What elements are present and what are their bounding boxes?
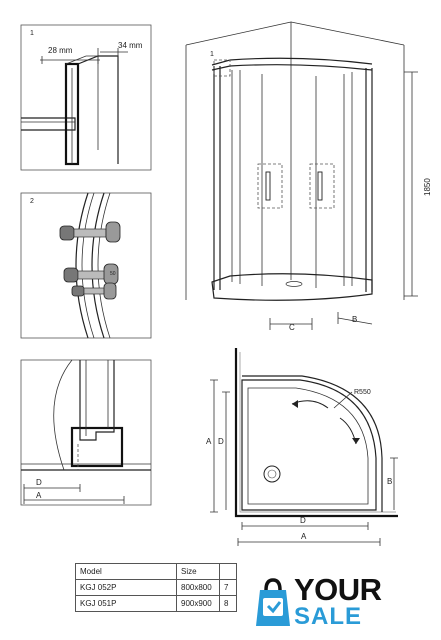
handle-right	[317, 171, 323, 201]
cell-size: 800x800	[176, 579, 220, 596]
detail-2-number: 2	[30, 198, 34, 205]
drain	[285, 281, 303, 287]
cell-model: KGJ 052P	[75, 579, 177, 596]
plan-view: R550 A D B D A	[206, 348, 398, 546]
callout-number: 1	[210, 51, 214, 58]
brand-line-2: SALE	[294, 603, 363, 630]
rail	[21, 117, 76, 131]
header-extra	[219, 563, 237, 580]
plan-label-d-left: D	[218, 437, 224, 446]
shopping-bag-icon	[256, 578, 290, 626]
radius-label: R550	[354, 389, 371, 396]
roller-top	[59, 221, 121, 243]
dim-depth-label: 34 mm	[118, 41, 143, 50]
plan-walls	[234, 348, 398, 518]
cell-extra: 8	[219, 595, 237, 612]
walls	[185, 21, 405, 280]
detail-1-frame	[20, 24, 152, 171]
dim-width-label: 28 mm	[48, 46, 73, 55]
shower-tray	[211, 273, 373, 301]
spec-table: Model Size KGJ 052P 800x800 7 KGJ 051P 9…	[75, 563, 237, 612]
plan-tray	[241, 379, 377, 511]
detail-2-dim: 50	[110, 271, 116, 277]
profile-label-a: A	[36, 491, 42, 500]
enclosure-3d-view: 1 1850 C B	[185, 21, 432, 332]
cell-extra: 7	[219, 579, 237, 596]
table-row: KGJ 051P 900x900 8	[75, 595, 237, 612]
plan-label-d-bottom: D	[300, 516, 306, 525]
profile-label-d: D	[36, 478, 42, 487]
label-c: C	[289, 323, 295, 332]
plan-label-a-bottom: A	[301, 532, 307, 541]
handle-left	[265, 171, 271, 201]
table-header-row: Model Size	[75, 563, 237, 580]
table-row: KGJ 052P 800x800 7	[75, 579, 237, 596]
label-b: B	[352, 315, 357, 324]
detail-1-profile: 1 28 mm 34 mm	[20, 24, 152, 171]
roller-bottom	[63, 263, 119, 300]
detail-1-number: 1	[30, 30, 34, 37]
plan-label-a-left: A	[206, 437, 212, 446]
cell-model: KGJ 051P	[75, 595, 177, 612]
detail-2-frame	[20, 192, 152, 339]
callout-box	[213, 59, 231, 77]
plan-label-b-right: B	[387, 477, 392, 486]
header-size: Size	[176, 563, 220, 580]
brand-line-1: YOUR	[294, 572, 382, 607]
base-channel	[70, 426, 124, 468]
yoursale-logo: YOUR SALE	[252, 568, 392, 634]
detail-base-profile: D A	[20, 359, 152, 506]
header-model: Model	[75, 563, 177, 580]
detail-2-rollers: 2 50	[20, 192, 152, 339]
cell-size: 900x900	[176, 595, 220, 612]
height-label: 1850	[423, 178, 432, 196]
